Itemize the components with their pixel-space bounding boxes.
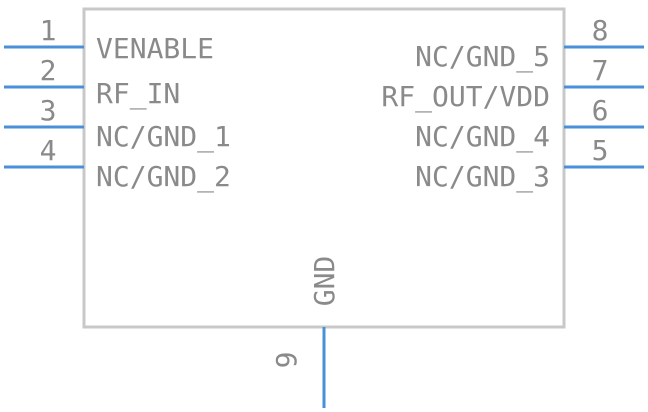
pin-7-name: RF_OUT/VDD [381,80,550,114]
pin-7-number: 7 [592,54,609,87]
pin-9-name: GND [308,256,341,307]
pin-5-name: NC/GND_3 [415,160,550,194]
pin-3-name: NC/GND_1 [96,120,231,154]
pin-1-number: 1 [40,14,57,47]
pin-1-name: VENABLE [96,32,214,65]
pin-2-name: RF_IN [96,77,180,111]
pin-4-name: NC/GND_2 [96,160,231,194]
pin-4-number: 4 [40,134,57,167]
pin-6-number: 6 [592,94,609,127]
pin-2-number: 2 [40,54,57,87]
pin-8-number: 8 [592,14,609,47]
pin-3-number: 3 [40,94,57,127]
pin-5-number: 5 [592,134,609,167]
pin-9-number: 9 [270,352,303,369]
pin-6-name: NC/GND_4 [415,120,550,154]
pin-8-name: NC/GND_5 [415,40,550,74]
